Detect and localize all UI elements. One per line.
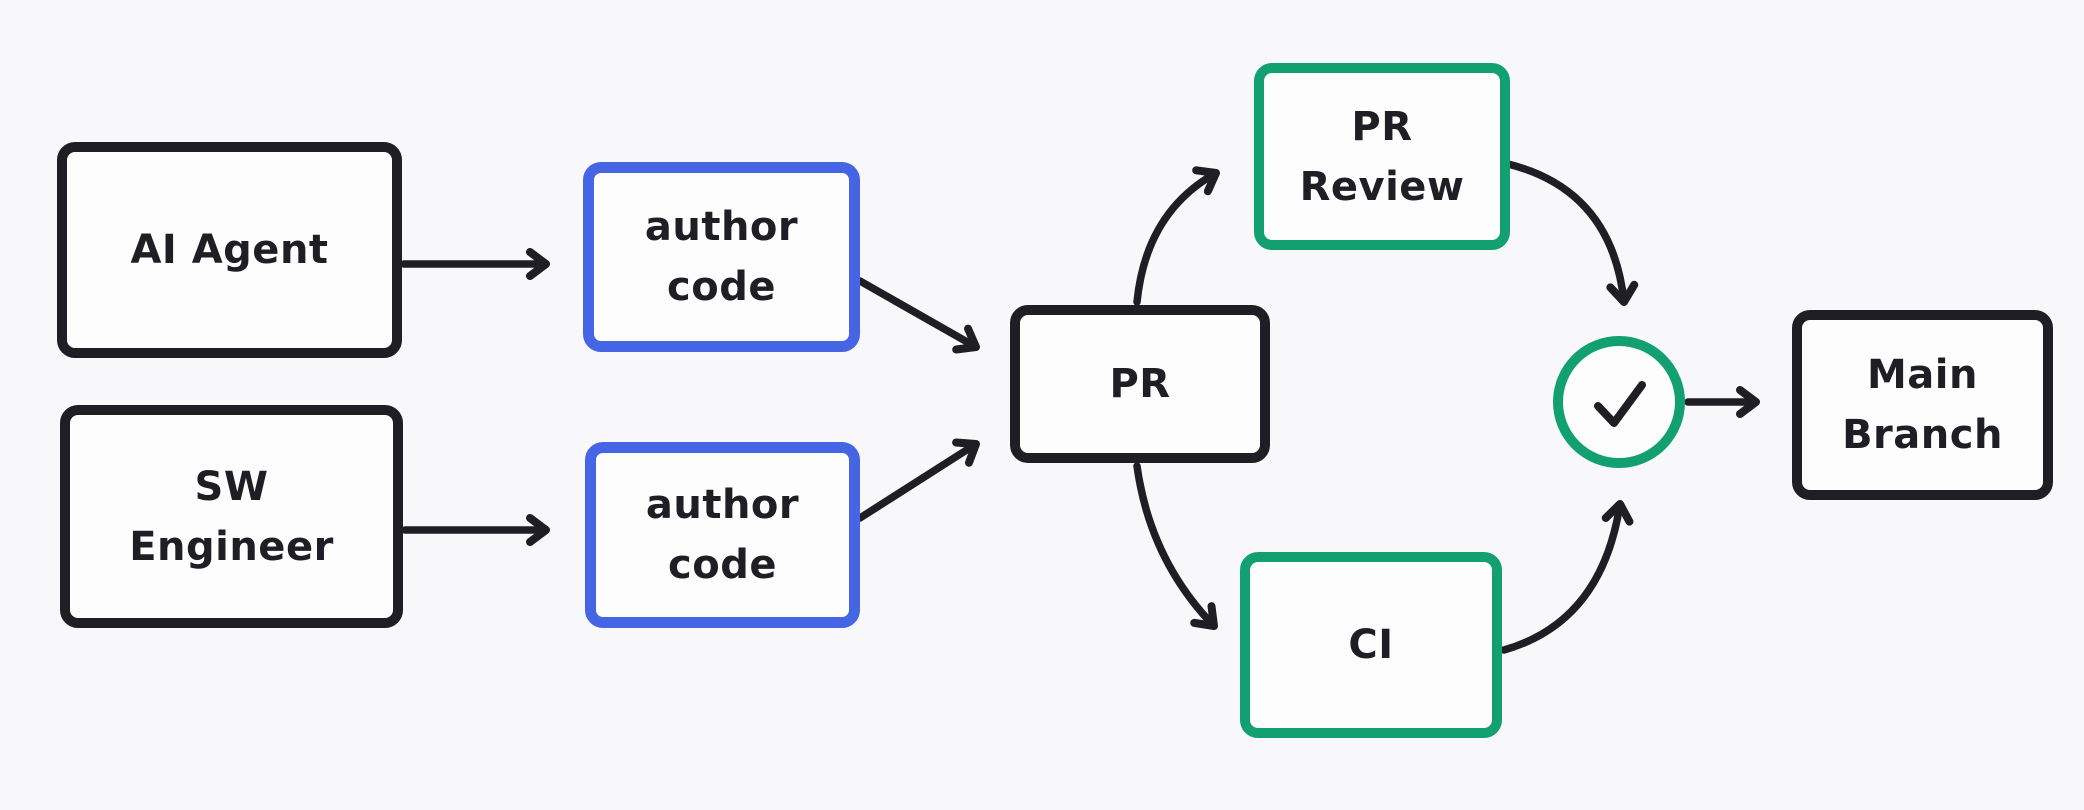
edge-pr-review-to-check [1504, 160, 1639, 306]
node-pr-review-label: PR Review [1299, 103, 1465, 210]
node-sw-engineer-label: SW Engineer [129, 463, 334, 570]
node-author-code-agent: author code [583, 162, 860, 352]
node-ai-agent-label: AI Agent [130, 227, 329, 273]
node-sw-engineer: SW Engineer [60, 405, 403, 628]
node-pr-label: PR [1109, 361, 1171, 407]
node-ci-label: CI [1348, 622, 1394, 668]
node-author-code-engineer: author code [585, 442, 860, 628]
node-main-branch: Main Branch [1792, 310, 2053, 500]
node-pr-review: PR Review [1254, 63, 1510, 250]
check-icon [1594, 381, 1646, 427]
edge-author-code-engineer-to-pr [856, 438, 980, 522]
edge-pr-to-pr-review [1133, 166, 1220, 306]
edge-author-code-agent-to-pr [856, 277, 980, 354]
node-author-code-agent-label: author code [644, 204, 799, 310]
node-approval-check [1553, 336, 1685, 468]
node-author-code-engineer-label: author code [645, 482, 800, 588]
node-ci: CI [1240, 552, 1502, 738]
edge-pr-to-ci [1133, 462, 1218, 630]
edge-ci-to-check [1500, 499, 1634, 654]
node-ai-agent: AI Agent [57, 142, 402, 358]
node-pr: PR [1010, 305, 1270, 463]
node-main-branch-label: Main Branch [1842, 352, 2003, 458]
